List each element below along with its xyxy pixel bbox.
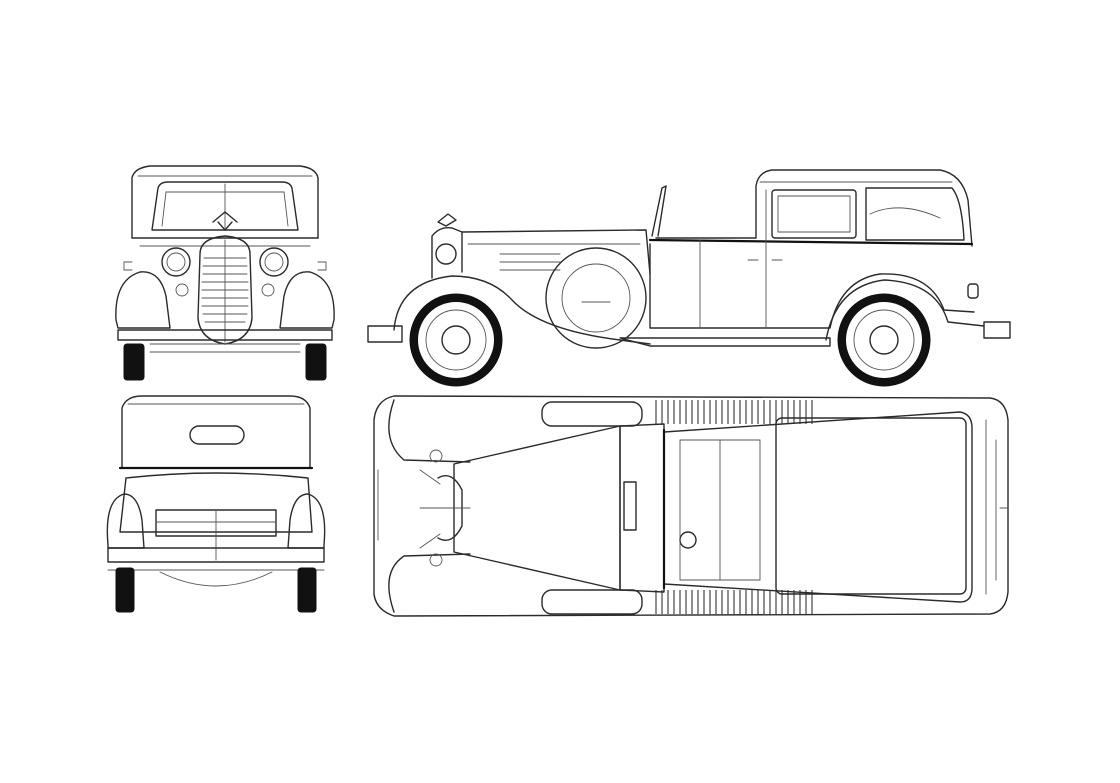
top-steering-wheel xyxy=(679,531,697,549)
side-front-bumper xyxy=(367,325,403,343)
side-hood-vents xyxy=(499,253,561,271)
front-headlamp-left xyxy=(161,247,191,277)
rear-tyre-left xyxy=(115,567,135,613)
side-rear-fender xyxy=(825,279,985,341)
top-roof-panel xyxy=(775,417,967,595)
side-landau-panel xyxy=(865,187,965,241)
side-front-fender xyxy=(393,275,651,345)
rear-tyre-right xyxy=(297,567,317,613)
side-mascot xyxy=(437,213,457,227)
front-tyre-right xyxy=(305,343,327,381)
side-tail-light xyxy=(967,283,979,299)
side-radiator xyxy=(431,226,463,279)
front-windshield xyxy=(151,181,299,231)
top-front-fender-lower xyxy=(388,553,471,613)
top-front-fender-upper xyxy=(388,399,471,463)
top-outline xyxy=(373,395,1009,617)
top-running-board-upper xyxy=(655,400,813,424)
rear-bumper xyxy=(107,547,325,563)
top-windshield-frame xyxy=(623,481,637,531)
front-fender-right xyxy=(279,271,335,329)
front-fender-left xyxy=(115,271,171,329)
rear-trunk xyxy=(119,472,313,533)
front-grille xyxy=(197,235,253,345)
top-front-compartment xyxy=(619,423,665,593)
front-view xyxy=(115,165,335,381)
side-view xyxy=(367,169,1011,387)
top-spare-lower xyxy=(541,589,643,615)
front-bumper xyxy=(117,329,333,341)
side-headlamp xyxy=(435,243,457,265)
rear-window xyxy=(189,425,245,445)
side-rear-bumper xyxy=(983,321,1011,339)
front-headlamp-right xyxy=(259,247,289,277)
side-running-board xyxy=(619,337,831,347)
top-rear-roof xyxy=(663,411,973,603)
side-spare-wheel xyxy=(545,247,647,349)
side-cabin xyxy=(655,169,973,247)
side-windshield xyxy=(651,185,667,237)
rear-roof xyxy=(121,395,311,469)
top-running-board-lower xyxy=(655,590,813,614)
rear-fender-right xyxy=(287,493,326,549)
side-hood xyxy=(461,229,651,275)
rear-fender-left xyxy=(106,493,145,549)
top-hood xyxy=(453,425,621,591)
rear-view xyxy=(106,395,326,613)
side-body xyxy=(649,243,975,329)
top-spare-upper xyxy=(541,401,643,427)
front-mascot xyxy=(212,211,238,231)
front-roof xyxy=(131,165,319,239)
top-view xyxy=(373,395,1009,617)
side-door-window xyxy=(771,189,857,239)
front-tyre-left xyxy=(123,343,145,381)
